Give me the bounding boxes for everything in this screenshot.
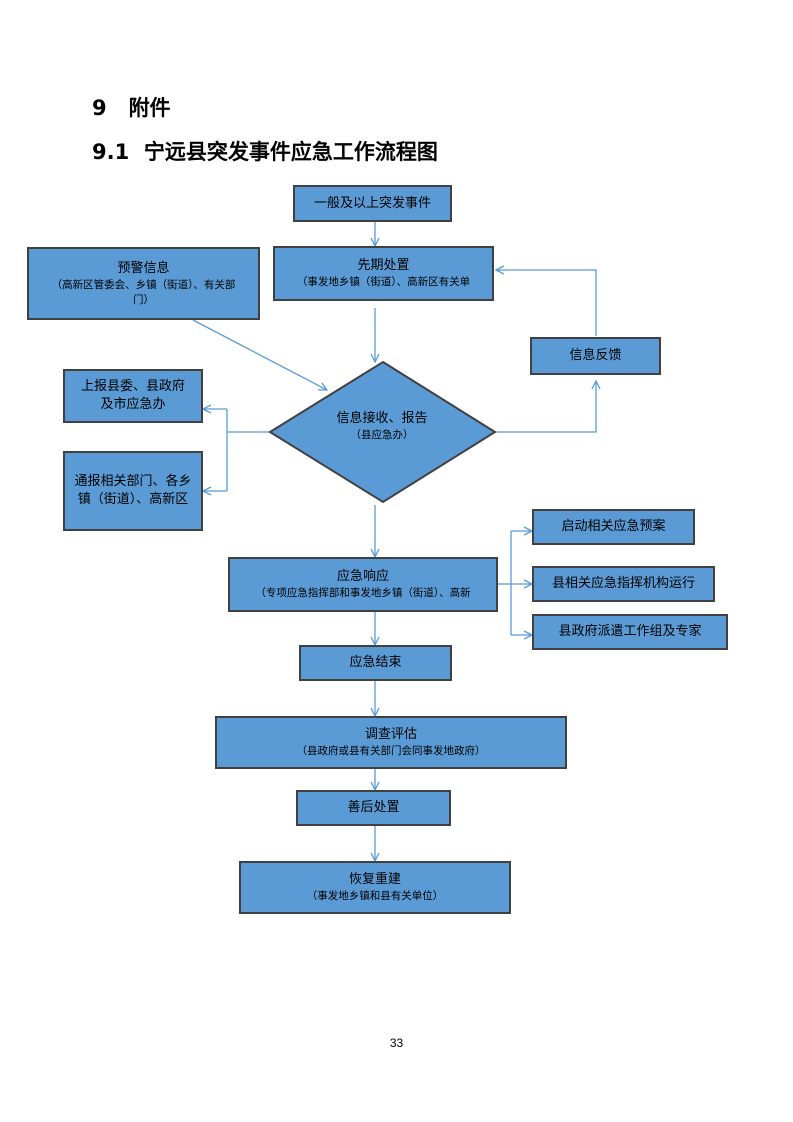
end-box: 应急结束 bbox=[299, 645, 452, 681]
action-label-2: 县相关应急指挥机构运行 bbox=[551, 576, 695, 591]
initial-handling-subtitle: （事发地乡镇（街道）、高新区有关单 bbox=[296, 276, 471, 288]
subsection-title: 宁远县突发事件应急工作流程图 bbox=[143, 140, 438, 164]
decision-label: 信息接收、报告 （县应急办） bbox=[320, 410, 444, 443]
assessment-subtitle: （县政府或县有关部门会同事发地政府） bbox=[296, 745, 486, 757]
notify-line2: 镇（街道）、高新区 bbox=[77, 492, 189, 507]
rebuild-subtitle: （事发地乡镇和县有关单位） bbox=[306, 890, 444, 902]
arrow-feedback-to-initial bbox=[496, 270, 597, 336]
section-number: 9 bbox=[92, 96, 107, 120]
warning-subtitle-line2: 门） bbox=[133, 293, 154, 306]
assessment-box: 调查评估 （县政府或县有关部门会同事发地政府） bbox=[215, 716, 567, 769]
page-number: 33 bbox=[389, 1036, 404, 1050]
report-up-line2: 及市应急办 bbox=[100, 397, 166, 412]
report-up-line1: 上报县委、县政府 bbox=[80, 379, 185, 394]
action-box-2: 县相关应急指挥机构运行 bbox=[532, 566, 715, 602]
response-title: 应急响应 bbox=[336, 569, 389, 584]
response-subtitle: （专项应急指挥部和事发地乡镇（街道）、高新 bbox=[255, 587, 471, 599]
decision-title: 信息接收、报告 bbox=[336, 411, 428, 426]
subsection-heading: 9.1 宁远县突发事件应急工作流程图 bbox=[92, 136, 438, 166]
initial-handling-title: 先期处置 bbox=[357, 258, 410, 273]
warning-title: 预警信息 bbox=[117, 260, 170, 276]
notify-line1: 通报相关部门、各乡 bbox=[74, 474, 192, 489]
event-title: 一般及以上突发事件 bbox=[313, 195, 431, 211]
rebuild-title: 恢复重建 bbox=[348, 872, 401, 887]
report-up-box: 上报县委、县政府 及市应急办 bbox=[63, 369, 203, 423]
aftermath-title: 善后处置 bbox=[347, 800, 400, 815]
rebuild-box: 恢复重建 （事发地乡镇和县有关单位） bbox=[239, 861, 511, 914]
action-label-3: 县政府派遣工作组及专家 bbox=[558, 624, 702, 639]
end-title: 应急结束 bbox=[349, 655, 402, 670]
assessment-title: 调查评估 bbox=[364, 727, 417, 742]
decision-diamond bbox=[268, 360, 497, 504]
warning-subtitle-line1: （高新区管委会、乡镇（街道）、有关部 bbox=[51, 278, 236, 291]
warning-box: 预警信息 （高新区管委会、乡镇（街道）、有关部 门） bbox=[27, 247, 260, 320]
action-box-3: 县政府派遣工作组及专家 bbox=[532, 614, 728, 650]
feedback-box: 信息反馈 bbox=[530, 337, 661, 375]
arrow-decision-to-feedback bbox=[495, 381, 596, 433]
section-heading: 9 附件 bbox=[92, 92, 171, 122]
aftermath-box: 善后处置 bbox=[296, 790, 451, 826]
decision-subtitle: （县应急办） bbox=[350, 429, 414, 441]
notify-box: 通报相关部门、各乡 镇（街道）、高新区 bbox=[63, 451, 203, 531]
response-box: 应急响应 （专项应急指挥部和事发地乡镇（街道）、高新 bbox=[228, 557, 498, 612]
feedback-title: 信息反馈 bbox=[569, 348, 622, 363]
event-box: 一般及以上突发事件 bbox=[293, 185, 452, 222]
subsection-number: 9.1 bbox=[92, 140, 130, 164]
action-label-1: 启动相关应急预案 bbox=[561, 519, 666, 534]
arrow-warning-to-decision bbox=[192, 319, 327, 390]
initial-handling-box: 先期处置 （事发地乡镇（街道）、高新区有关单 bbox=[273, 246, 494, 301]
action-box-1: 启动相关应急预案 bbox=[532, 509, 695, 545]
section-title: 附件 bbox=[128, 96, 171, 120]
